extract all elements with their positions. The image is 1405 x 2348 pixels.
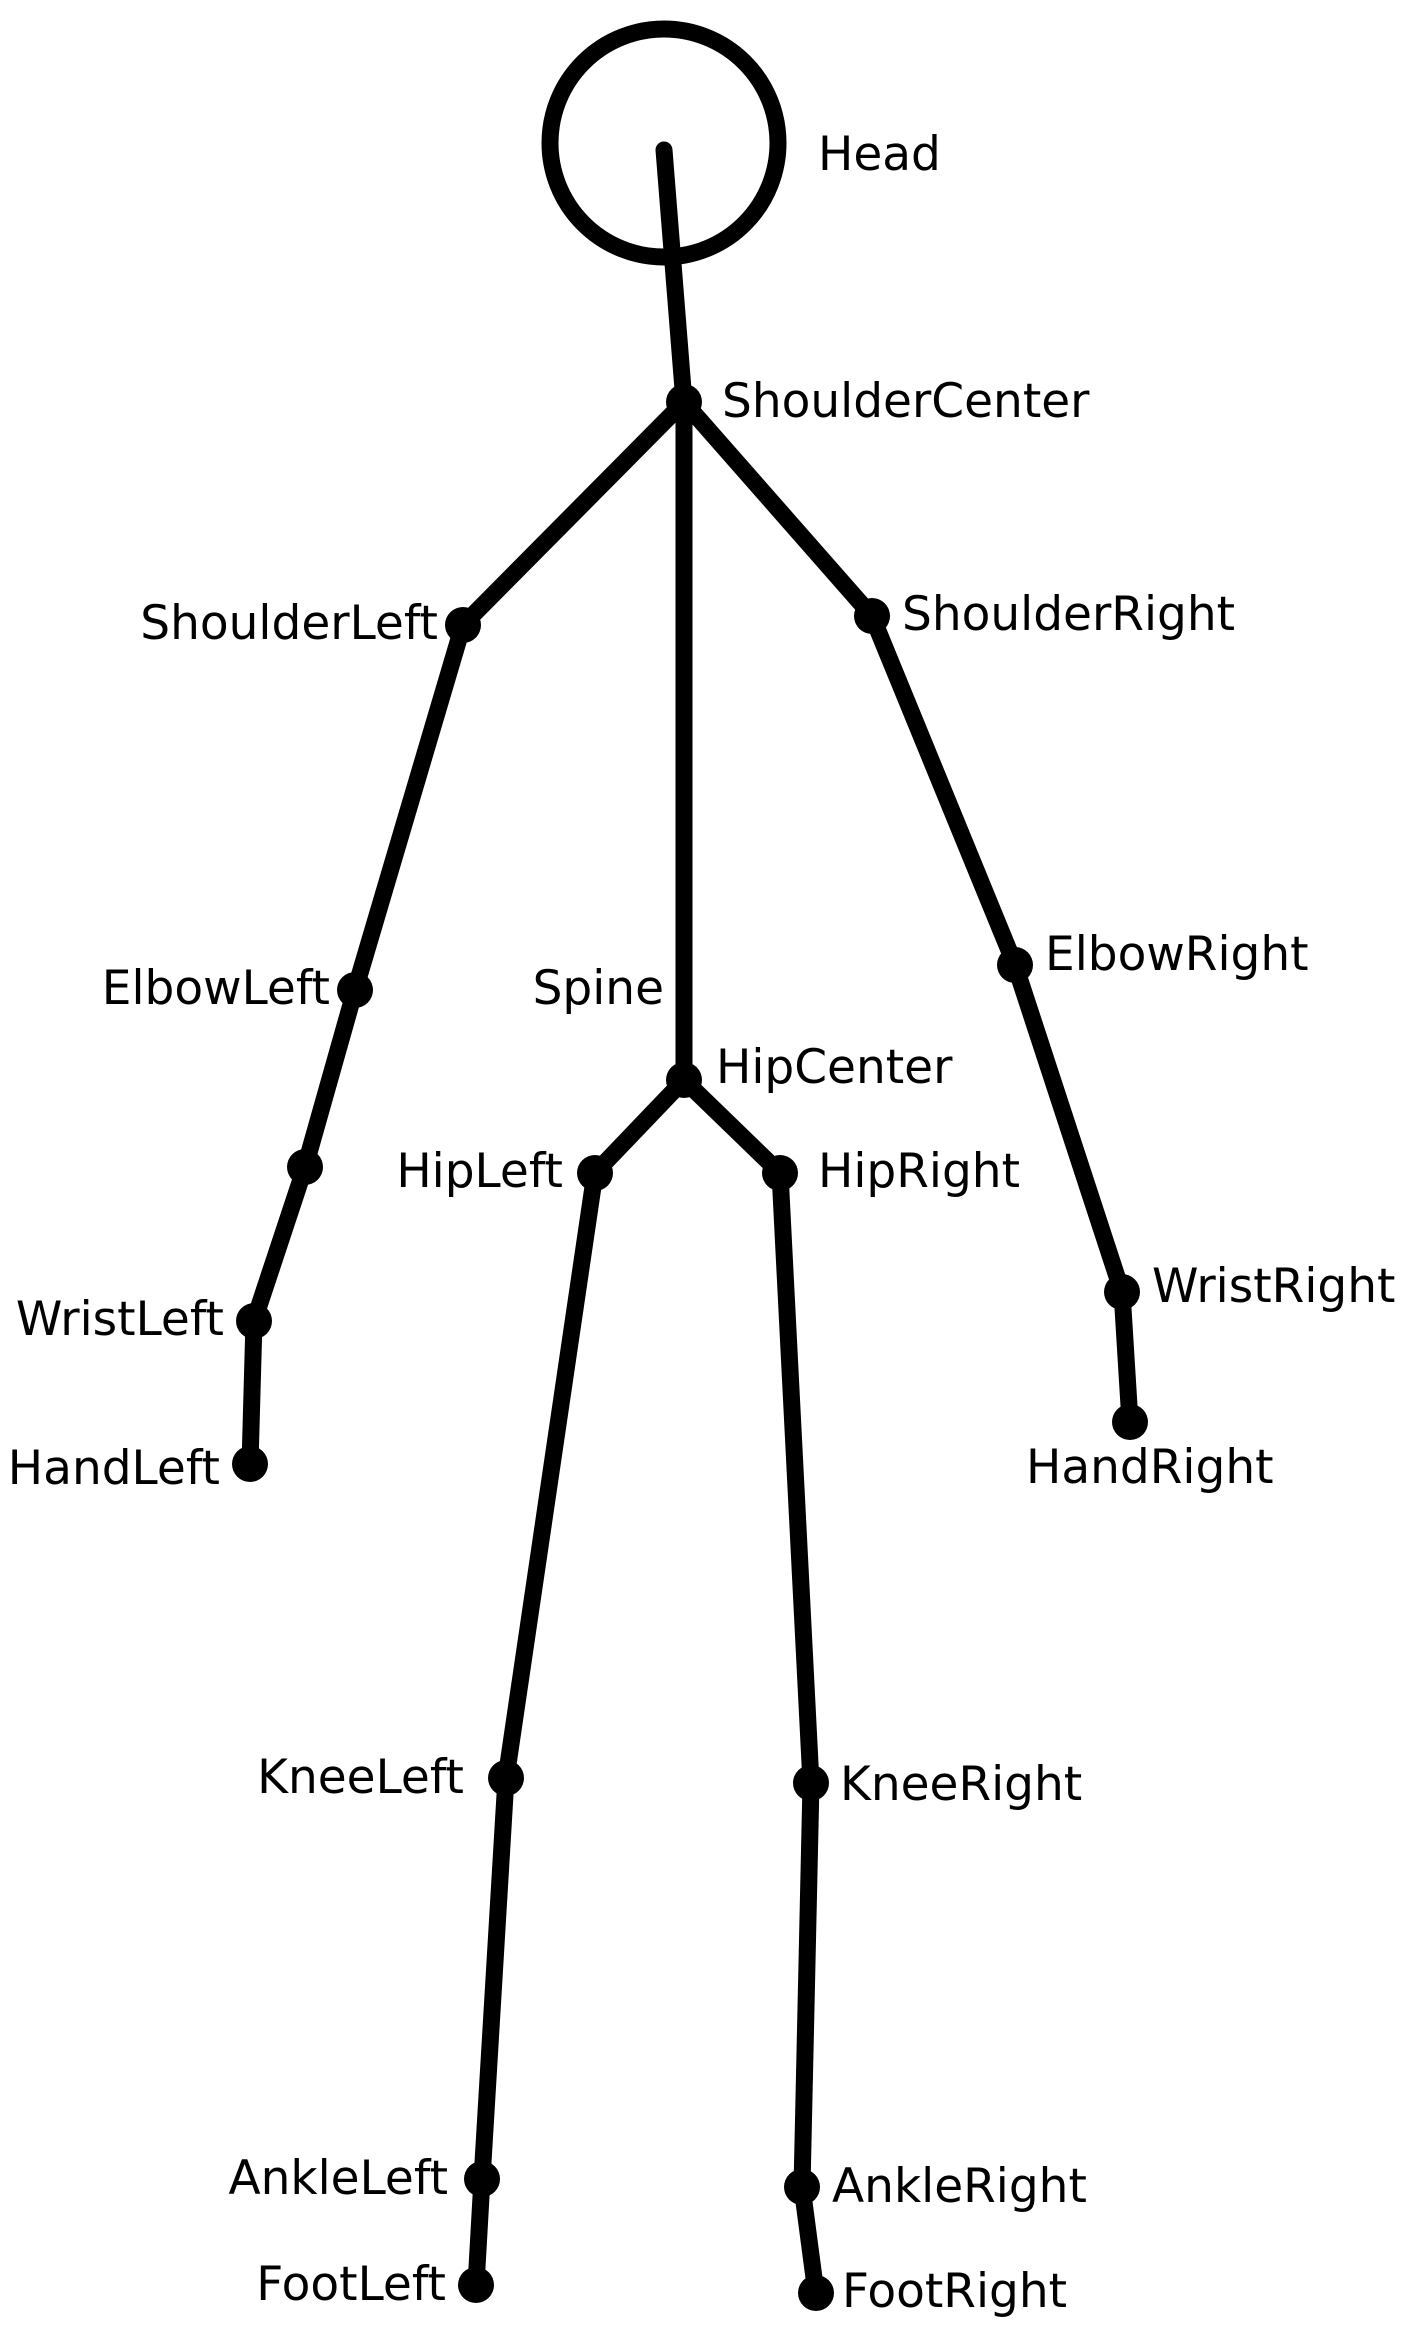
label-ankle-right: AnkleRight xyxy=(832,2159,1087,2214)
joint-knee-left xyxy=(488,1760,524,1796)
label-hand-right: HandRight xyxy=(1026,1440,1274,1495)
label-hip-center: HipCenter xyxy=(716,1040,953,1095)
bone-forearm-left-lower xyxy=(245,1158,314,1330)
bone-neck xyxy=(655,141,693,411)
label-elbow-left: ElbowLeft xyxy=(102,961,330,1016)
joint-hand-right xyxy=(1112,1404,1148,1440)
bone-upper-arm-right xyxy=(863,607,1024,974)
label-head: Head xyxy=(818,127,941,182)
joint-wrist-left xyxy=(236,1303,272,1339)
bone-thigh-left xyxy=(497,1164,604,1787)
label-foot-left: FootLeft xyxy=(256,2257,446,2312)
bone-hip-right xyxy=(675,1071,789,1182)
label-shoulder-left: ShoulderLeft xyxy=(140,596,438,651)
bones xyxy=(241,141,1139,2302)
joint-hip-left xyxy=(577,1155,613,1191)
label-wrist-right: WristRight xyxy=(1152,1259,1395,1314)
label-elbow-right: ElbowRight xyxy=(1045,927,1309,982)
label-shoulder-center: ShoulderCenter xyxy=(722,374,1090,429)
label-knee-right: KneeRight xyxy=(840,1757,1082,1812)
joint-knee-right xyxy=(793,1765,829,1801)
labels: Head ShoulderCenter ShoulderLeft Shoulde… xyxy=(8,127,1396,2319)
joint-shoulder-right xyxy=(854,598,890,634)
bone-hand-right xyxy=(1113,1283,1139,1431)
joint-hand-left xyxy=(232,1446,268,1482)
bone-thigh-right xyxy=(771,1164,820,1792)
bone-shoulder-left xyxy=(454,393,693,634)
label-wrist-left: WristLeft xyxy=(16,1292,224,1347)
label-spine: Spine xyxy=(533,961,664,1016)
bone-forearm-left-upper xyxy=(296,981,364,1176)
bone-hand-left xyxy=(241,1312,263,1473)
joint-hip-center xyxy=(666,1062,702,1098)
label-hand-left: HandLeft xyxy=(8,1441,220,1496)
joint-elbow-left xyxy=(337,972,373,1008)
label-hip-left: HipLeft xyxy=(396,1144,563,1199)
joint-foot-right xyxy=(798,2275,834,2311)
bone-shin-right xyxy=(793,1774,820,2196)
label-shoulder-right: ShoulderRight xyxy=(902,587,1235,642)
label-hip-right: HipRight xyxy=(818,1144,1020,1199)
joint-hip-right xyxy=(762,1155,798,1191)
joint-shoulder-left xyxy=(445,607,481,643)
bone-hip-left xyxy=(586,1071,693,1182)
bone-forearm-right xyxy=(1006,956,1131,1301)
joint-foot-left xyxy=(458,2267,494,2303)
joint-elbow-right xyxy=(997,947,1033,983)
joint-ankle-left xyxy=(464,2161,500,2197)
joint-forearm-left xyxy=(287,1149,323,1185)
joint-ankle-right xyxy=(784,2169,820,2205)
label-knee-left: KneeLeft xyxy=(257,1750,464,1805)
label-foot-right: FootRight xyxy=(842,2264,1067,2319)
joint-shoulder-center xyxy=(666,384,702,420)
bone-shoulder-right xyxy=(675,393,881,625)
joint-wrist-right xyxy=(1104,1274,1140,1310)
joints xyxy=(232,384,1148,2311)
bone-shin-left xyxy=(473,1769,515,2188)
label-ankle-left: AnkleLeft xyxy=(228,2151,448,2206)
bone-upper-arm-left xyxy=(346,616,472,999)
